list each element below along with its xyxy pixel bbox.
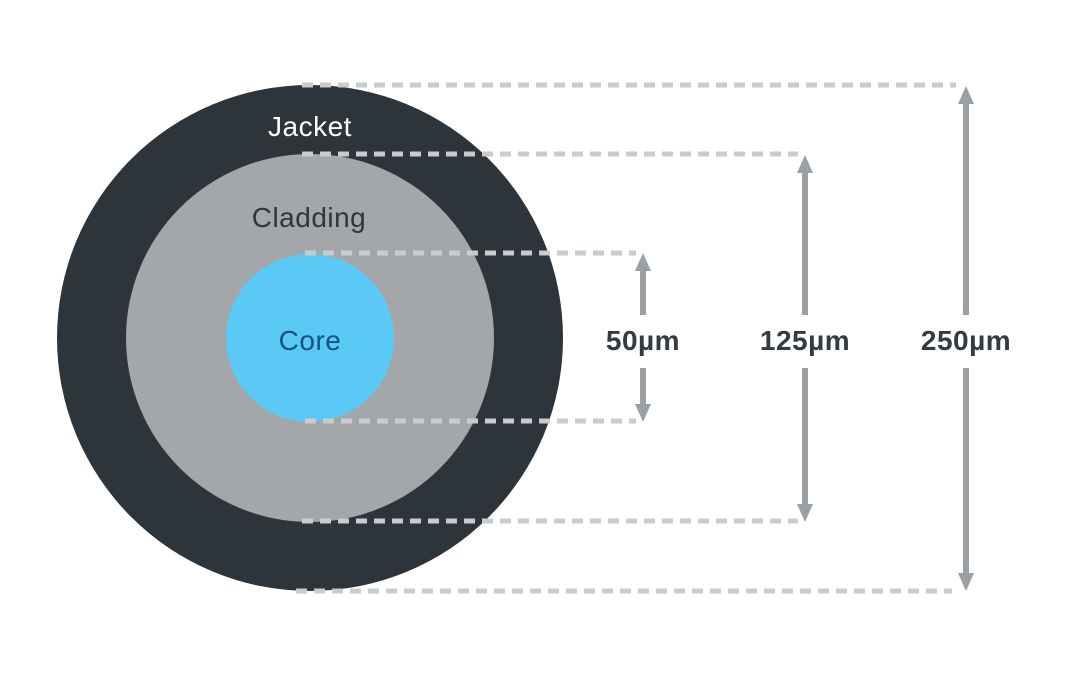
cladding-label: Cladding <box>251 202 367 233</box>
cladding-diameter-label: 125µm <box>759 325 851 356</box>
core-diameter-arrow <box>635 253 651 422</box>
core-label: Core <box>278 325 342 356</box>
cladding-arrow-down-head-icon <box>797 504 813 522</box>
cladding-arrow-up-head-icon <box>797 155 813 173</box>
core-arrow-down-head-icon <box>635 404 651 422</box>
jacket-diameter-arrow <box>958 86 974 591</box>
core-circle <box>226 254 394 422</box>
jacket-arrow-down-head-icon <box>958 573 974 591</box>
jacket-diameter-label: 250µm <box>920 325 1012 356</box>
cladding-diameter-arrow <box>797 155 813 522</box>
core-arrow-up-head-icon <box>635 253 651 271</box>
core-diameter-label: 50µm <box>605 325 681 356</box>
jacket-label: Jacket <box>268 111 352 142</box>
jacket-arrow-up-head-icon <box>958 86 974 104</box>
